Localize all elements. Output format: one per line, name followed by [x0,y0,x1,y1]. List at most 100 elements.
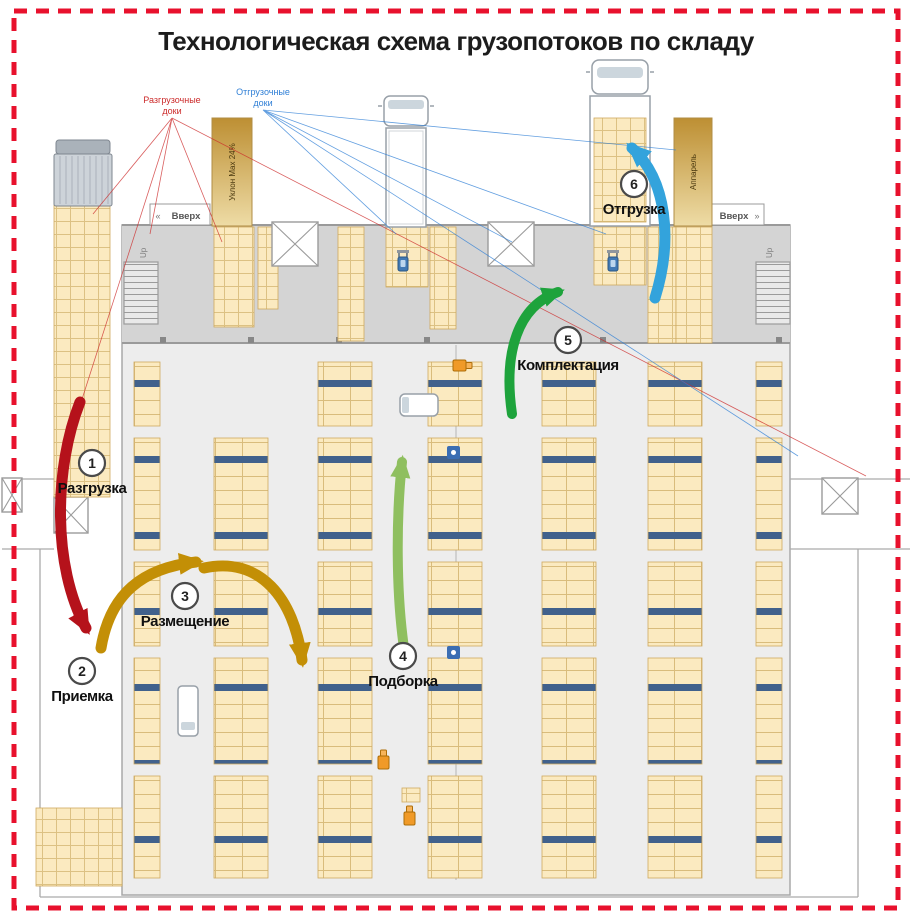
dashed-border [11,8,901,911]
rack-block [593,226,647,286]
pallet [401,787,421,803]
truck-trailer [385,127,427,228]
up-boxes: « Вверх Вверх » [149,203,765,226]
step-marker-5: 5 Комплектация [517,325,619,374]
step-markers: 1 Разгрузка 2 Приемка 3 Размещение 4 Под… [51,169,667,705]
rack-segment [755,361,783,427]
unload-dock-leaders [59,117,867,477]
rack-segment [755,775,783,879]
floor-vehicles [177,249,620,826]
rack-segment [541,561,597,647]
trailer-ribs [59,156,109,204]
step-number: 5 [564,332,572,348]
diagram-title: Технологическая схема грузопотоков по ск… [158,26,755,56]
rack-segment [541,437,597,551]
step-number: 1 [88,455,96,471]
flow-arrow-place-1 [95,553,204,654]
legend: Разгрузочные доки Отгрузочные доки [59,87,867,477]
trailer-inner [388,130,424,225]
step-circle [619,169,649,199]
ship-docks-label-2: доки [253,98,272,108]
rack-columns [133,361,783,879]
mini-truck-icon [177,685,199,737]
step-circle [553,325,583,355]
rack-segment [317,775,373,879]
stairs-up-label-right: Up [765,247,774,258]
rack-segment [647,657,703,765]
step-marker-1: 1 Разгрузка [58,448,128,497]
step-label: Приемка [51,688,114,705]
step-label: Отгрузка [603,201,667,218]
exterior-walls [2,478,910,898]
ramp-left [211,117,253,227]
rack-block-bottom-left [35,807,123,887]
step-label: Размещение [141,613,230,630]
ship-docks-label: Отгрузочные [236,87,290,97]
up-box-left [149,203,211,226]
rack-block [213,226,255,328]
worker-icon [447,446,460,459]
dock-door [271,221,319,267]
step-marker-3: 3 Размещение [141,581,230,630]
step-marker-6: 6 Отгрузка [603,169,667,218]
step-label: Разгрузка [58,480,128,497]
rack-segment [541,775,597,879]
flow-arrow-assemble [504,287,565,419]
rack-segment [647,437,703,551]
van-icon [399,393,439,417]
rack-segment [427,657,483,765]
step-circle [170,581,200,611]
rack-segment [213,437,269,551]
worker-icon [447,646,460,659]
flow-arrow-place-2 [198,560,311,668]
rack-segment [647,561,703,647]
flow-arrow-ship [626,142,671,304]
dock-door [487,221,535,267]
rack-segment [755,561,783,647]
stairs: Up Up [123,247,791,325]
flow-arrow-unload [55,396,92,635]
dock-band-racks [213,226,713,344]
rack-segment [213,775,269,879]
ship-dock-leaders [262,109,799,457]
step-number: 4 [399,648,407,664]
rack-segment [317,361,373,427]
up-label-left: Вверх [172,211,202,222]
ramp-slope-label: Уклон Max 24% [228,143,237,201]
rack-segment [133,657,161,765]
chevron-left-icon: « [155,211,160,221]
rack-segment [755,437,783,551]
stairs-right [755,261,791,325]
rack-segment [133,361,161,427]
truck-top-center [378,95,434,228]
step-marker-2: 2 Приемка [51,656,114,705]
truck-windshield [597,67,643,78]
ramp-right-label: Аппарель [689,154,698,190]
step-label: Подборка [368,673,439,690]
step-number: 6 [630,176,638,192]
truck-top-left [53,139,113,207]
rack-block [429,226,457,330]
dock-door [1,477,23,513]
unload-docks-label-2: доки [162,106,181,116]
truck-windshield [388,100,424,109]
step-circle [67,656,97,686]
step-circle [77,448,107,478]
flow-arrow-pick [390,454,411,653]
rack-segment [427,361,483,427]
stairs-up-label-left: Up [139,247,148,258]
ramps: Уклон Max 24% Аппарель [211,117,713,227]
step-number: 2 [78,663,86,679]
step-number: 3 [181,588,189,604]
rack-block [675,226,713,344]
ramp-right [673,117,713,227]
rack-segment [647,361,703,427]
rack-segment [317,657,373,765]
step-label: Комплектация [517,357,619,374]
up-label-right: Вверх [720,211,750,222]
dock-doors [1,221,859,534]
chevron-right-icon: » [754,211,759,221]
rack-segment [133,775,161,879]
